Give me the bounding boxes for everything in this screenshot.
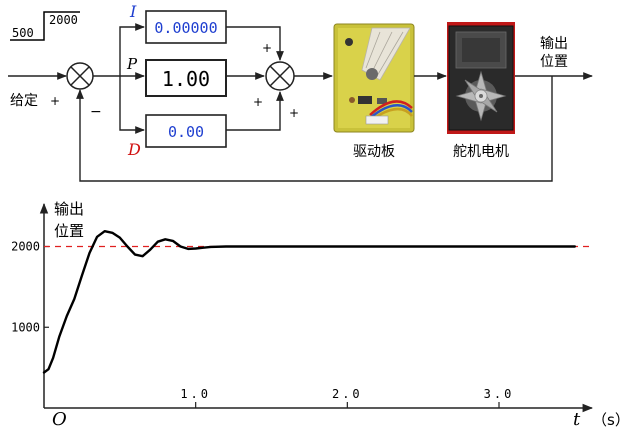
x-axis-unit: （s） [592,411,630,429]
integral-gain-block: I 0.00000 [129,2,226,43]
output-label-line1: 输出 [540,36,568,52]
servo-motor-label: 舵机电机 [453,144,509,160]
block-diagram: 500 2000 给定 + − I 0.00000 P 1.00 [8,2,592,181]
driver-board-label: 驱动板 [353,144,395,160]
derivative-gain-block: D 0.00 [127,115,226,159]
servo-motor-image [447,22,515,134]
response-chart: 输出 位置 O t （s） 1.0 2.0 3.0 1000 2000 [11,200,630,430]
series-layer [44,231,590,372]
output-label-line2: 位置 [540,54,568,70]
setpoint-step-symbol: 500 2000 [10,12,80,40]
y-axis-label-line2: 位置 [54,222,84,240]
proportional-symbol: P [126,55,138,73]
input-label: 给定 [10,93,38,109]
y-tick-label: 1000 [11,320,40,334]
pid-summing-junction [266,62,294,90]
y-axis-label-line1: 输出 [54,200,84,218]
x-tick-label: 3.0 [484,387,515,401]
y-tick-label: 2000 [11,240,40,254]
derivative-gain-value: 0.00 [168,123,204,141]
setpoint-from-label: 500 [12,26,34,40]
setpoint-to-label: 2000 [49,13,78,27]
x-tick-label: 2.0 [332,387,363,401]
d-branch-arrow [120,76,144,130]
i-sum-plus-sign: + [262,41,272,55]
derivative-symbol: D [127,140,141,159]
p-sum-plus-sign: + [253,95,263,109]
x-axis-label: t [573,409,581,430]
feedback-minus-sign: − [90,104,102,120]
response-curve [44,231,575,372]
integral-gain-value: 0.00000 [154,19,217,37]
integral-symbol: I [129,2,137,21]
origin-label: O [52,409,67,430]
proportional-gain-value: 1.00 [162,67,210,91]
x-tick-label: 1.0 [180,387,211,401]
driver-board-image [334,24,414,132]
error-summing-junction [67,63,93,89]
input-plus-sign: + [50,94,60,108]
d-sum-plus-sign: + [289,106,299,120]
